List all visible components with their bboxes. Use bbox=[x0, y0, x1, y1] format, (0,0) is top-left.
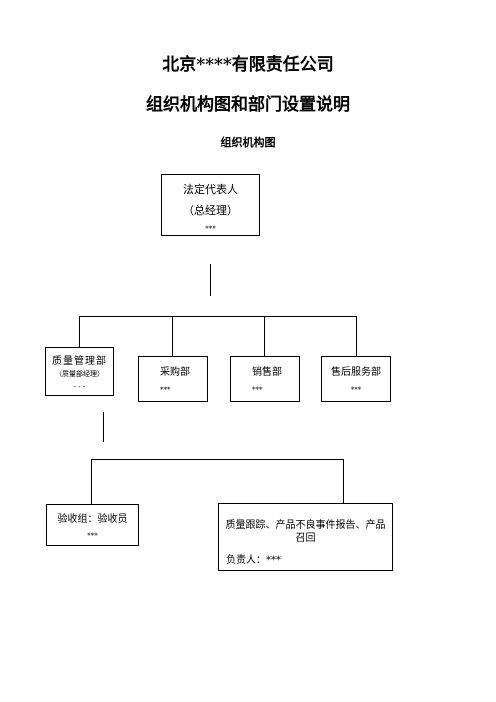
drop-purchase bbox=[172, 316, 173, 356]
quality-dept-subtitle: （质量部经理） bbox=[55, 370, 104, 378]
purchase-dept-title: 采购部 bbox=[160, 367, 190, 378]
purchase-dept-name: *** bbox=[160, 386, 171, 394]
sales-dept-box: 销售部 *** bbox=[230, 356, 300, 402]
inspection-group-title: 验收组：验收员 bbox=[57, 514, 128, 525]
aftersales-dept-name: *** bbox=[350, 386, 362, 394]
drop-tracking bbox=[343, 459, 344, 503]
drop-quality bbox=[79, 316, 80, 348]
quality-tracking-owner: 负责人：*** bbox=[226, 555, 281, 566]
legal-representative-title: 法定代表人 bbox=[183, 183, 238, 196]
quality-tracking-title-line1: 质量跟踪、产品不良事件报告、产品 bbox=[225, 520, 386, 531]
top-bus bbox=[79, 316, 357, 317]
quality-dept-title: 质量管理部 bbox=[52, 356, 107, 367]
document-title: 组织机构图和部门设置说明 bbox=[146, 95, 350, 115]
sales-dept-title: 销售部 bbox=[252, 367, 282, 378]
drop-inspection bbox=[91, 459, 92, 505]
root-connector bbox=[210, 264, 211, 296]
quality-tracking-title-line2: 召回 bbox=[295, 533, 316, 544]
company-title: 北京****有限责任公司 bbox=[162, 55, 334, 75]
sales-dept-name: *** bbox=[252, 386, 263, 394]
aftersales-dept-box: 售后服务部 *** bbox=[321, 356, 391, 402]
drop-aftersales bbox=[356, 316, 357, 356]
inspection-group-name: *** bbox=[87, 532, 98, 540]
bottom-bus bbox=[91, 459, 344, 460]
quality-dept-name: - - - bbox=[73, 383, 86, 391]
quality-dept-box: 质量管理部 （质量部经理） - - - bbox=[45, 347, 114, 396]
section-title: 组织机构图 bbox=[220, 136, 276, 149]
aftersales-dept-title: 售后服务部 bbox=[331, 367, 381, 378]
quality-tracking-box: 质量跟踪、产品不良事件报告、产品 召回 负责人：*** bbox=[218, 503, 393, 571]
legal-representative-name: *** bbox=[205, 225, 216, 233]
legal-representative-box: 法定代表人 （总经理） *** bbox=[161, 174, 260, 236]
legal-representative-subtitle: （总经理） bbox=[183, 204, 238, 217]
purchase-dept-box: 采购部 *** bbox=[138, 356, 208, 402]
inspection-group-box: 验收组：验收员 *** bbox=[46, 504, 139, 546]
drop-sales bbox=[264, 316, 265, 356]
quality-connector bbox=[103, 412, 104, 442]
